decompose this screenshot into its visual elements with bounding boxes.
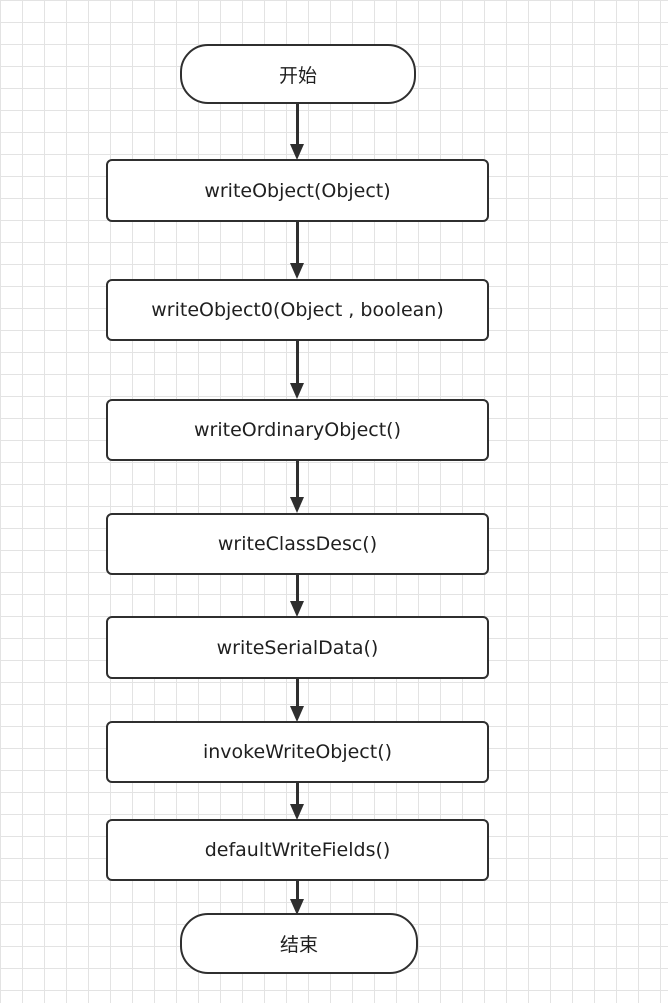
end-terminal[interactable]: 结束 xyxy=(180,913,418,974)
step-label: writeObject(Object) xyxy=(204,179,391,202)
step-write-serial-data[interactable]: writeSerialData() xyxy=(106,616,489,679)
step-invoke-write-object[interactable]: invokeWriteObject() xyxy=(106,721,489,783)
start-terminal[interactable]: 开始 xyxy=(180,44,416,104)
step-label: writeObject0(Object , boolean) xyxy=(151,299,444,321)
end-label: 结束 xyxy=(279,934,318,956)
start-label: 开始 xyxy=(278,64,317,87)
step-write-class-desc[interactable]: writeClassDesc() xyxy=(106,513,489,575)
step-label: invokeWriteObject() xyxy=(202,741,393,763)
step-label: writeSerialData() xyxy=(216,636,379,659)
step-label: defaultWriteFields() xyxy=(204,839,391,861)
step-write-object[interactable]: writeObject(Object) xyxy=(106,159,489,222)
step-label: writeClassDesc() xyxy=(217,533,378,555)
step-write-object0[interactable]: writeObject0(Object , boolean) xyxy=(106,279,489,341)
step-default-write-fields[interactable]: defaultWriteFields() xyxy=(106,819,489,881)
step-write-ordinary-object[interactable]: writeOrdinaryObject() xyxy=(106,399,489,461)
step-label: writeOrdinaryObject() xyxy=(194,419,401,441)
